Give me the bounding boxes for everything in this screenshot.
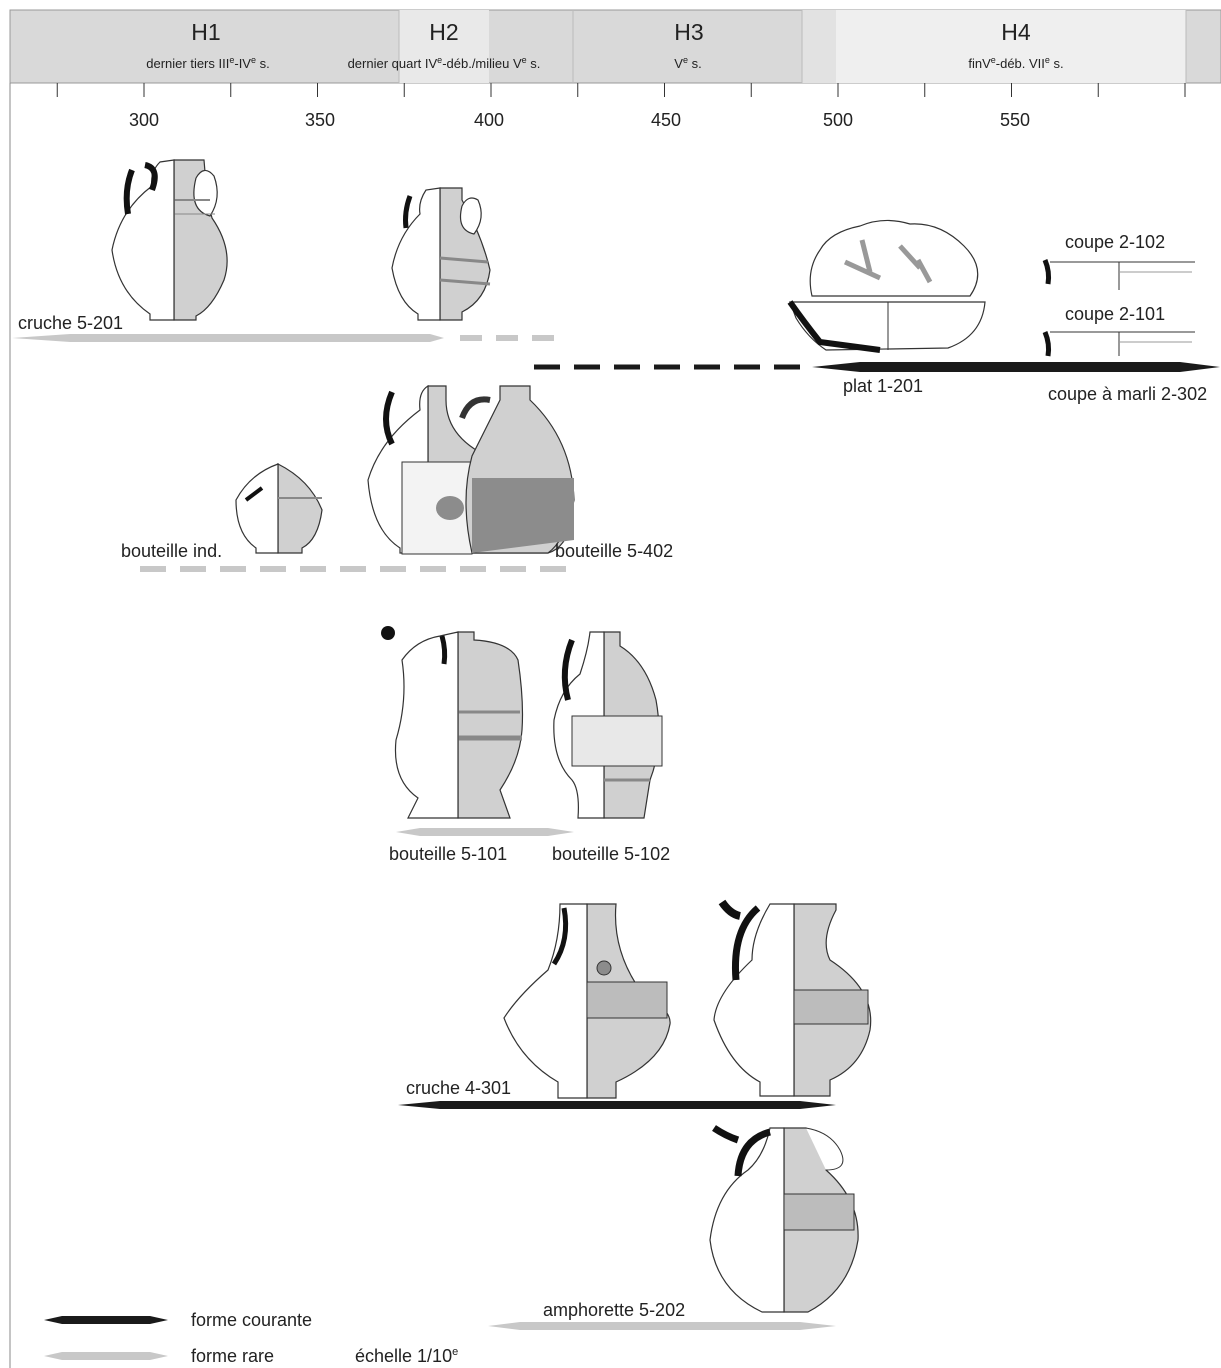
legend-swatch-common (44, 1316, 168, 1324)
h3-h4-transition (802, 10, 836, 83)
duration-bar-rare (488, 1322, 836, 1330)
period-code-h1: H1 (191, 19, 220, 45)
cruche-5-201-drawing (111, 159, 491, 321)
tick-marks (56, 83, 1186, 97)
label-bouteille-5-102: bouteille 5-102 (552, 844, 670, 864)
label-cruche-4-301: cruche 4-301 (406, 1078, 511, 1098)
period-range-h2: dernier quart IVe-déb./milieu Ve s. (348, 55, 541, 71)
legend: forme courante forme rare échelle 1/10e (44, 1310, 458, 1366)
amphorette-5-202-drawing (709, 1125, 859, 1313)
label-cruche-5-201: cruche 5-201 (18, 313, 123, 333)
plat-1-201-drawing (787, 219, 1195, 357)
period-code-h3: H3 (674, 19, 703, 45)
form-labels: cruche 5-201 coupe 2-102 coupe 2-101 pla… (18, 232, 1207, 1320)
bouteille-5-402-drawing (235, 384, 575, 555)
label-amphorette-5-202: amphorette 5-202 (543, 1300, 685, 1320)
period-range-h1: dernier tiers IIIe-IVe s. (146, 55, 269, 71)
label-bouteille-5-402: bouteille 5-402 (555, 541, 673, 561)
duration-bars (12, 334, 1220, 1330)
label-bouteille-5-101: bouteille 5-101 (389, 844, 507, 864)
duration-bar-common (812, 362, 1220, 372)
period-range-h3: Ve s. (674, 55, 701, 71)
legend-label-common: forme courante (191, 1310, 312, 1330)
time-axis: 300 350 400 450 500 550 (9, 83, 1186, 1368)
axis-tick-label: 300 (129, 110, 159, 130)
legend-scale: échelle 1/10e (355, 1346, 458, 1366)
label-coupe-a-marli-2-302: coupe à marli 2-302 (1048, 384, 1207, 404)
legend-label-rare: forme rare (191, 1346, 274, 1366)
duration-bar-rare (396, 828, 574, 836)
axis-tick-label: 450 (651, 110, 681, 130)
period-code-h2: H2 (429, 19, 458, 45)
label-coupe-2-101: coupe 2-101 (1065, 304, 1165, 324)
axis-tick-label: 550 (1000, 110, 1030, 130)
h4-band (836, 10, 1186, 83)
period-header: H1 H2 H3 H4 dernier tiers IIIe-IVe s. de… (9, 9, 1221, 84)
label-coupe-2-102: coupe 2-102 (1065, 232, 1165, 252)
axis-tick-label: 500 (823, 110, 853, 130)
axis-tick-label: 350 (305, 110, 335, 130)
legend-swatch-rare (44, 1352, 168, 1360)
duration-bar-rare (12, 334, 444, 342)
label-bouteille-ind: bouteille ind. (121, 541, 222, 561)
period-code-h4: H4 (1001, 19, 1031, 45)
cruche-4-301-drawing (503, 899, 872, 1099)
h2-highlight (399, 10, 489, 83)
axis-tick-label: 400 (474, 110, 504, 130)
period-range-h4: finVe-déb. VIIe s. (968, 55, 1063, 71)
bouteille-5-101-drawing (381, 626, 663, 819)
duration-bar-common (398, 1101, 836, 1109)
label-plat-1-201: plat 1-201 (843, 376, 923, 396)
